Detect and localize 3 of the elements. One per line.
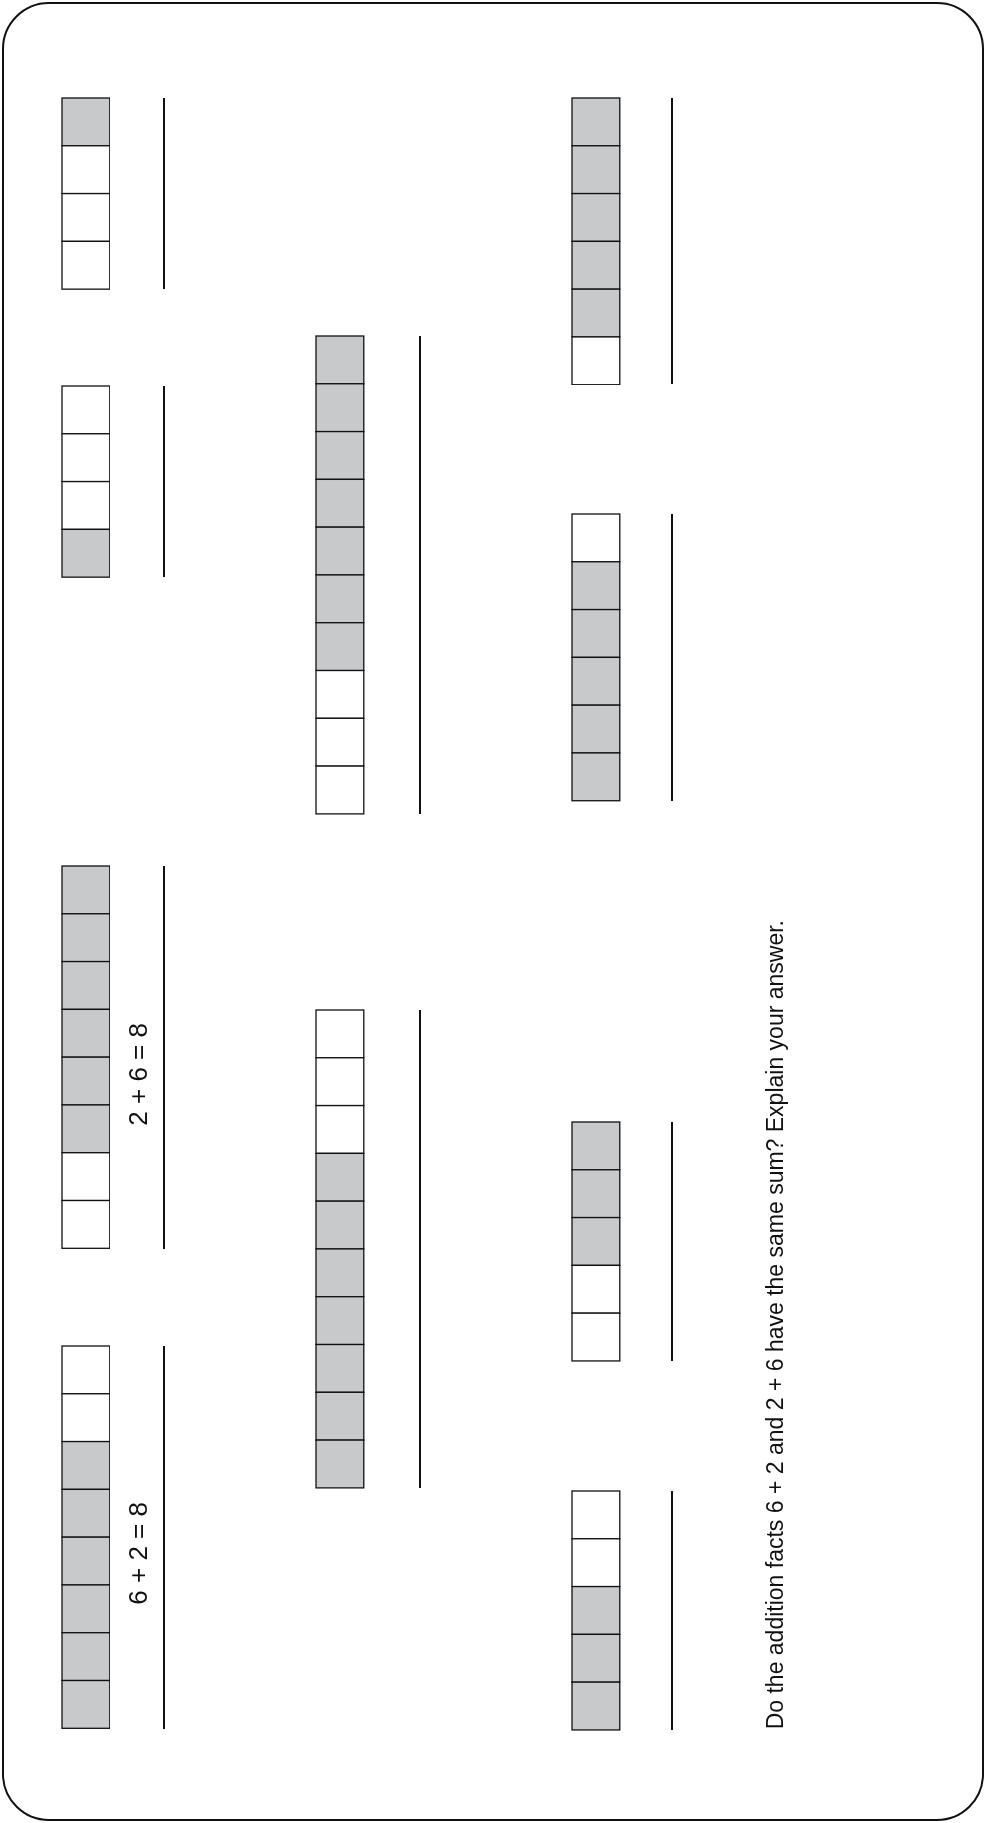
equation: 2 + 6 = 8 bbox=[123, 1022, 155, 1126]
question-text: Do the addition facts 6 + 2 and 2 + 6 have the same sum? Explain your answer. bbox=[761, 919, 789, 1729]
equation: 6 + 2 = 8 bbox=[123, 1501, 155, 1605]
